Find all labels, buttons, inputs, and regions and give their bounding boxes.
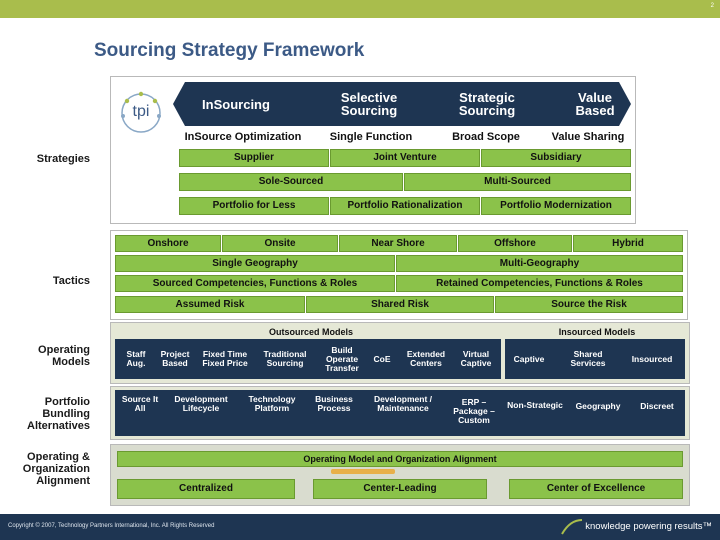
- tactic-shared-risk: Shared Risk: [306, 296, 494, 313]
- tpi-logo-text: tpi: [132, 103, 150, 120]
- page-number: 2: [710, 3, 714, 9]
- portfolio-non-strategic: Non-Strategic: [507, 399, 563, 410]
- row-label-tactics: Tactics: [52, 275, 90, 287]
- column-single-function: Single Function: [329, 131, 413, 143]
- strategy-joint-venture: Joint Venture: [330, 149, 480, 167]
- tactic-sourced-competencies: Sourced Competencies, Functions & Roles: [115, 275, 395, 292]
- row-label-alignment: Operating & Organization Alignment: [22, 451, 90, 487]
- tactic-single-geography: Single Geography: [115, 255, 395, 272]
- model-coe: CoE: [373, 353, 391, 364]
- tpi-logo: tpi: [115, 87, 167, 139]
- insourced-models-header: Insourced Models: [558, 327, 636, 337]
- model-virtual-captive: Virtual Captive: [460, 349, 492, 368]
- column-value-sharing: Value Sharing: [551, 131, 625, 143]
- model-project-based: Project Based: [160, 349, 190, 368]
- alignment-panel: Operating Model and Organization Alignme…: [110, 444, 690, 506]
- model-build-operate-transfer: Build Operate Transfer: [325, 344, 359, 373]
- sourcing-spectrum-arrow: [173, 82, 631, 126]
- alignment-center-leading: Center-Leading: [313, 479, 487, 499]
- strategy-portfolio-modernization: Portfolio Modernization: [481, 197, 631, 215]
- tactic-onshore: Onshore: [115, 235, 221, 252]
- portfolio-box: [115, 390, 685, 436]
- tactic-offshore: Offshore: [458, 235, 572, 252]
- strategies-panel: tpi InSourcing Selective Sourcing Strate…: [110, 76, 636, 224]
- model-insourced: Insourced: [631, 353, 673, 364]
- page-title: Sourcing Strategy Framework: [94, 40, 365, 61]
- alignment-center-of-excellence: Center of Excellence: [509, 479, 683, 499]
- portfolio-discreet: Discreet: [640, 400, 674, 411]
- model-traditional-sourcing: Traditional Sourcing: [263, 349, 307, 368]
- copyright-text: Copyright © 2007, Technology Partners In…: [8, 523, 215, 529]
- model-fixed-time-fixed-price: Fixed Time Fixed Price: [202, 349, 248, 368]
- model-captive: Captive: [513, 353, 545, 364]
- column-broad-scope: Broad Scope: [452, 131, 520, 143]
- portfolio-development-maintenance: Development / Maintenance: [373, 394, 433, 413]
- portfolio-geography: Geography: [575, 400, 621, 411]
- column-insource-optimization: InSource Optimization: [184, 131, 302, 143]
- alignment-centralized: Centralized: [117, 479, 295, 499]
- tactic-source-the-risk: Source the Risk: [495, 296, 683, 313]
- arrow-label-value-based: Value Based: [575, 90, 615, 118]
- model-shared-services: Shared Services: [570, 349, 606, 368]
- tactic-hybrid: Hybrid: [573, 235, 683, 252]
- tagline-text: knowledge powering results™: [585, 521, 712, 532]
- portfolio-source-it-all: Source It All: [121, 394, 159, 413]
- tactic-onsite: Onsite: [222, 235, 338, 252]
- tpi-logo-icon: [121, 91, 161, 133]
- portfolio-development-lifecycle: Development Lifecycle: [174, 394, 228, 413]
- portfolio-erp-package-custom: ERP – Package – Custom: [453, 396, 495, 425]
- operating-models-panel: Outsourced Models Insourced Models Staff…: [110, 322, 690, 384]
- swoosh-icon: [561, 519, 583, 535]
- outsourced-models-box: [115, 339, 501, 379]
- portfolio-panel: Source It All Development Lifecycle Tech…: [110, 386, 690, 440]
- arrow-label-selective-sourcing: Selective Sourcing: [340, 90, 398, 118]
- portfolio-business-process: Business Process: [315, 394, 353, 413]
- arrow-label-strategic-sourcing: Strategic Sourcing: [458, 90, 516, 118]
- model-staff-aug: Staff Aug.: [126, 349, 146, 368]
- row-label-strategies: Strategies: [36, 153, 90, 165]
- tactic-near-shore: Near Shore: [339, 235, 457, 252]
- strategy-multi-sourced: Multi-Sourced: [404, 173, 631, 191]
- row-label-portfolio: Portfolio Bundling Alternatives: [27, 396, 90, 432]
- footer-bar: Copyright © 2007, Technology Partners In…: [0, 514, 720, 540]
- tactic-multi-geography: Multi-Geography: [396, 255, 683, 272]
- strategy-sole-sourced: Sole-Sourced: [179, 173, 403, 191]
- row-label-operating-models: Operating Models: [38, 344, 90, 368]
- strategy-subsidiary: Subsidiary: [481, 149, 631, 167]
- alignment-header: Operating Model and Organization Alignme…: [117, 451, 683, 467]
- strategy-portfolio-for-less: Portfolio for Less: [179, 197, 329, 215]
- tactics-panel: Onshore Onsite Near Shore Offshore Hybri…: [110, 230, 688, 320]
- top-bar: 2: [0, 0, 720, 18]
- arrow-label-insourcing: InSourcing: [202, 97, 270, 112]
- outsourced-models-header: Outsourced Models: [268, 327, 353, 337]
- tactic-retained-competencies: Retained Competencies, Functions & Roles: [396, 275, 683, 292]
- insourced-models-box: [505, 339, 685, 379]
- model-extended-centers: Extended Centers: [406, 349, 446, 368]
- portfolio-technology-platform: Technology Platform: [248, 394, 296, 413]
- alignment-connector: [331, 469, 395, 474]
- strategy-portfolio-rationalization: Portfolio Rationalization: [330, 197, 480, 215]
- tactic-assumed-risk: Assumed Risk: [115, 296, 305, 313]
- strategy-supplier: Supplier: [179, 149, 329, 167]
